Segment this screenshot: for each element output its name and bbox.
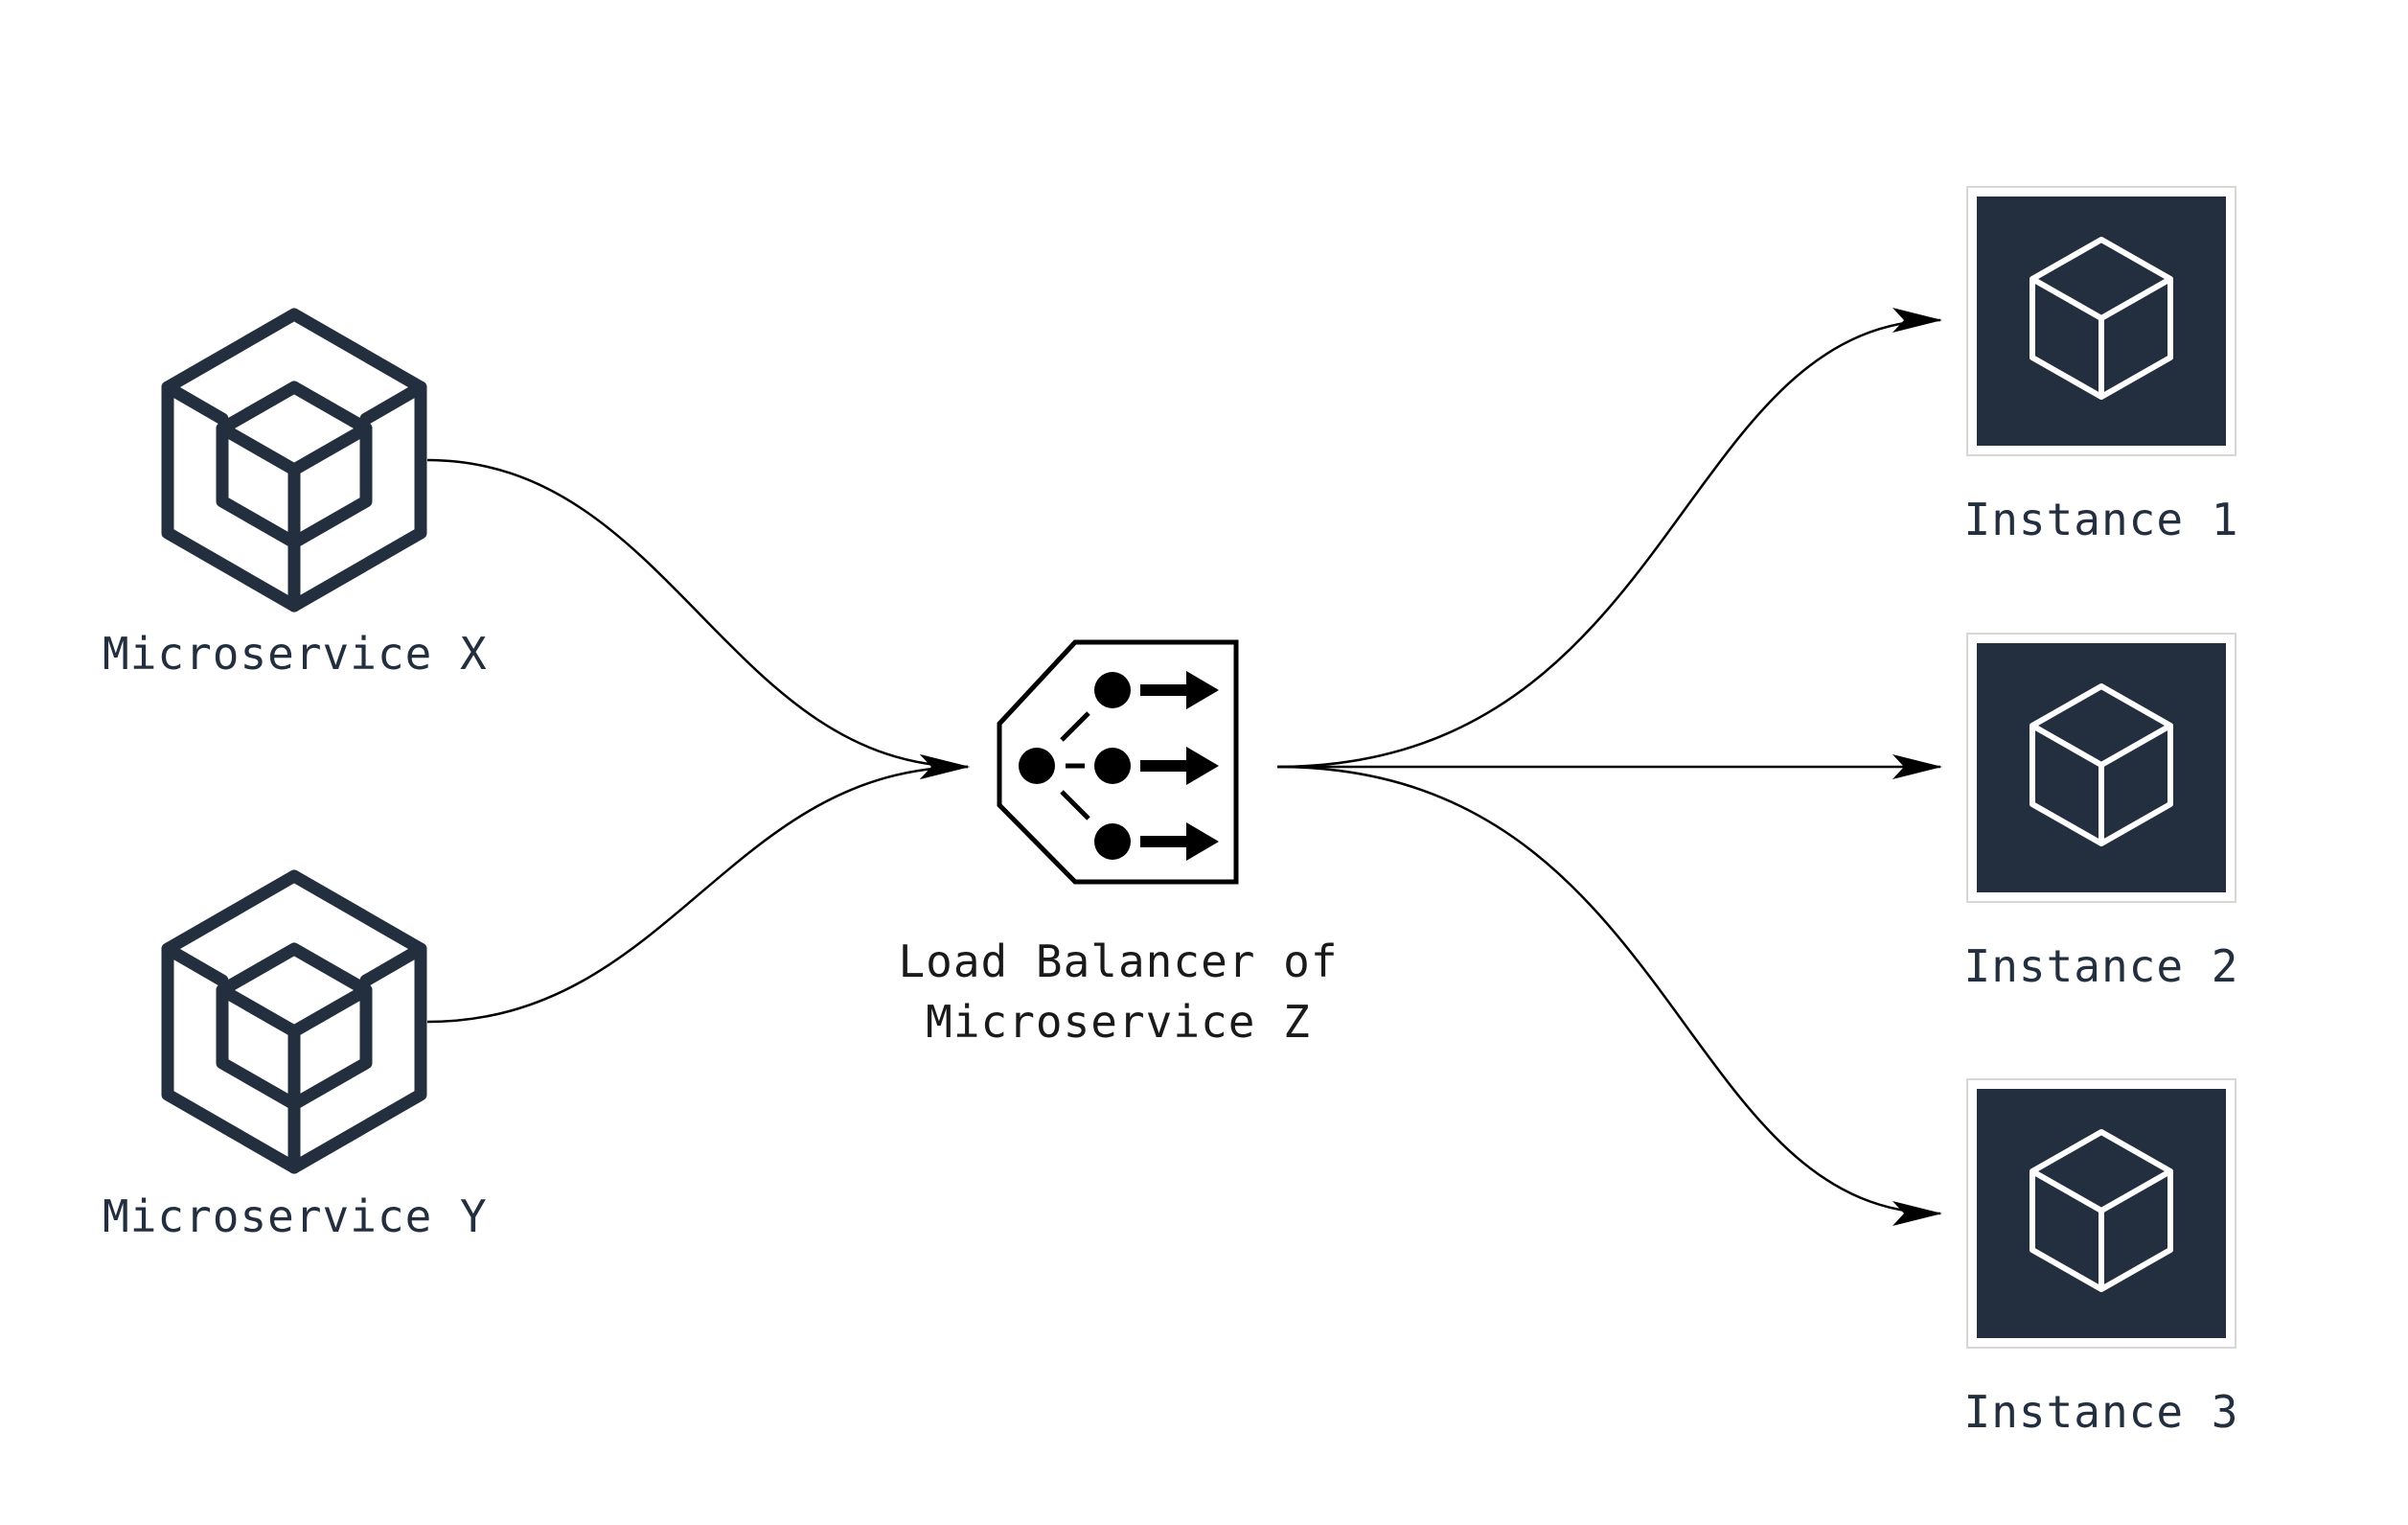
load-balancer-icon	[997, 639, 1239, 885]
edge-y-to-lb	[426, 754, 970, 1024]
instance-cube-icon	[1966, 1078, 2236, 1349]
instance-1-label: Instance 1	[1963, 494, 2239, 545]
edge-lb-to-instance-1	[1276, 308, 1942, 769]
edge-lb-to-instance-3	[1276, 765, 1942, 1226]
microservice-y-label: Microservice Y	[103, 1190, 488, 1242]
edge-x-to-lb	[426, 458, 970, 779]
load-balancer-label-line-1: Load Balancer of	[898, 936, 1339, 987]
microservice-x-label: Microservice X	[103, 628, 488, 680]
instance-3-label: Instance 3	[1963, 1386, 2239, 1438]
microservice-cube-icon	[161, 308, 427, 612]
instance-cube-icon	[1966, 633, 2236, 903]
load-balancer-label-line-2: Microservice Z	[926, 996, 1311, 1048]
instance-cube-icon	[1966, 186, 2236, 456]
microservice-cube-icon	[161, 869, 427, 1174]
instance-2-label: Instance 2	[1963, 940, 2239, 992]
connectors	[426, 308, 1942, 1226]
